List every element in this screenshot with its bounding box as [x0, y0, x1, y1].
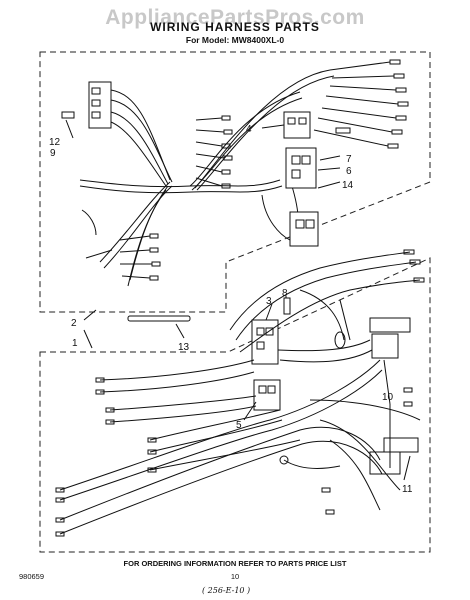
document-number: 980659 — [19, 572, 45, 581]
callout-7: 7 — [346, 154, 352, 165]
callout-11: 11 — [402, 484, 413, 495]
connector-part-5 — [253, 379, 281, 411]
connector-part-4 — [283, 111, 311, 139]
callout-6: 6 — [346, 166, 352, 177]
connector-part-10a — [369, 317, 411, 333]
upper-group-frame — [39, 51, 431, 313]
model-line: For Model: MW8400XL-0 — [185, 35, 285, 45]
terminal-part-7 — [335, 127, 351, 134]
cable-tie-part-13 — [127, 315, 191, 322]
fuse-part — [61, 111, 75, 119]
handwritten-note: ( 256-E-10 ) — [202, 586, 251, 595]
callout-5: 5 — [236, 420, 242, 431]
connector-part-10b — [383, 437, 419, 453]
callout-8: 8 — [282, 288, 288, 299]
callout-12: 12 — [49, 137, 61, 148]
page-number: 10 — [230, 572, 240, 581]
callout-14: 14 — [342, 180, 354, 191]
callout-4: 4 — [246, 124, 252, 135]
ordering-note: FOR ORDERING INFORMATION REFER TO PARTS … — [123, 559, 347, 568]
page-title: WIRING HARNESS PARTS — [150, 20, 320, 34]
callout-1: 1 — [72, 338, 78, 349]
connector-part-6 — [285, 147, 317, 189]
watermark: AppliancePartsPros.com — [105, 6, 365, 29]
callout-13: 13 — [178, 342, 190, 353]
callout-9: 9 — [50, 148, 56, 159]
callout-3: 3 — [266, 296, 272, 307]
terminal-part-8 — [283, 297, 291, 315]
callout-10: 10 — [382, 392, 394, 403]
callout-2: 2 — [71, 318, 77, 329]
connector-part-3 — [251, 319, 279, 365]
connector-part-14 — [289, 211, 319, 247]
